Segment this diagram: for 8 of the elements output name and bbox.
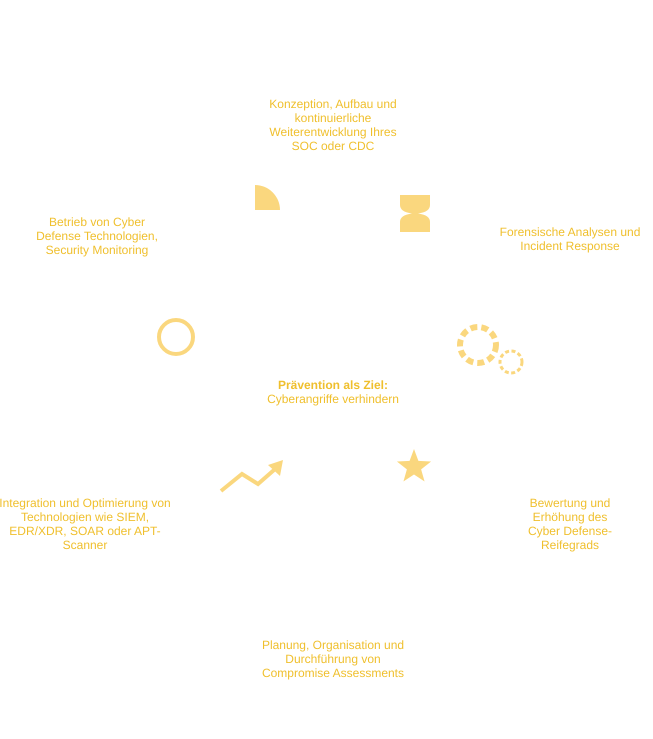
center-text: Cyberangriffe verhindern bbox=[266, 392, 400, 406]
service-text: Forensische Analysen und Incident Response bbox=[498, 225, 642, 253]
service-text: Bewertung und Erhöhung des Cyber Defense-Reifegrads bbox=[526, 496, 614, 552]
service-text: Planung, Organisation und Durchführung von Compromise Assessments bbox=[260, 638, 406, 680]
service-text: Integration und Optimierung von Technologien wie SIEM, EDR/XDR, SOAR oder APT-Scanner bbox=[0, 496, 172, 552]
service-text: Betrieb von Cyber Defense Technologien, Security Monitoring bbox=[35, 215, 159, 257]
heading: Prävention als Ziel: bbox=[276, 378, 390, 392]
service-text: Konzeption, Aufbau und kontinuierliche Weiterentwicklung Ihres SOC oder CDC bbox=[268, 97, 398, 153]
